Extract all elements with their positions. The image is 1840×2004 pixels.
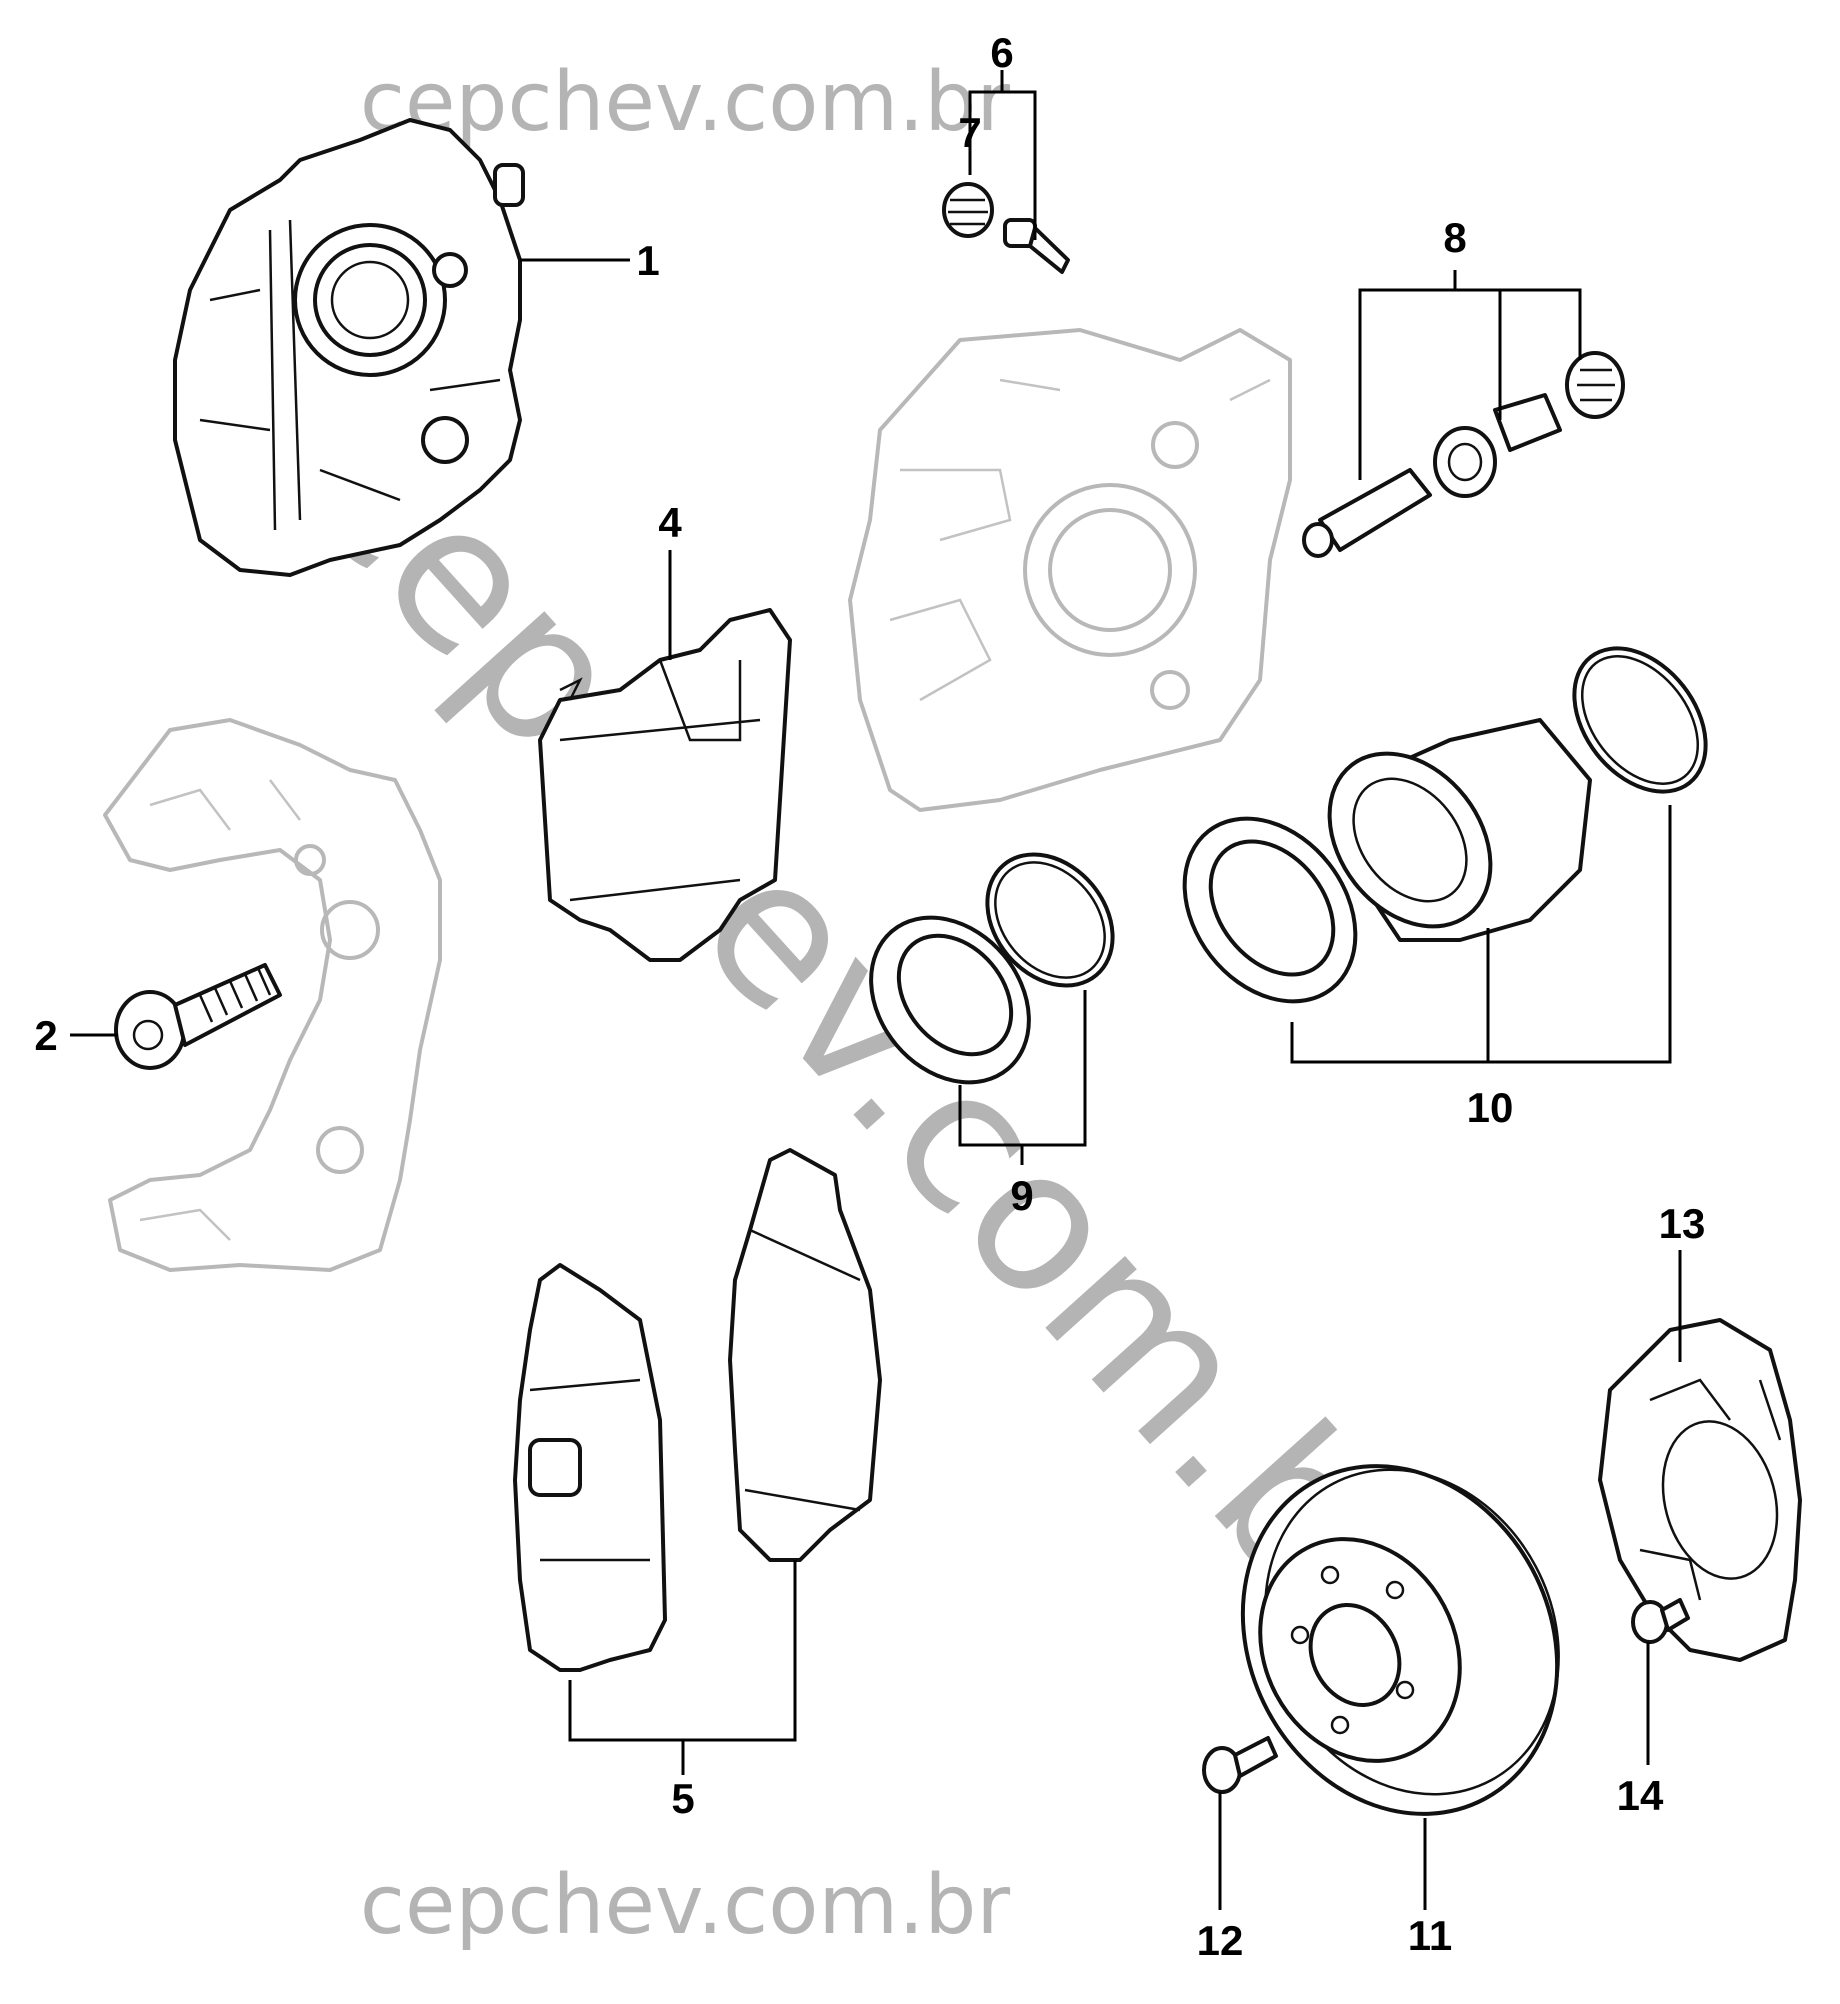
callout-4: 4 (658, 499, 682, 546)
callout-8: 8 (1443, 214, 1466, 261)
callout-6: 6 (990, 29, 1013, 76)
callout-7: 7 (958, 109, 981, 156)
ghost-bracket (103, 718, 442, 1272)
part-4-clip (538, 608, 792, 962)
part-11-disc (1240, 1464, 1560, 1816)
part-1-caliper (173, 118, 525, 577)
callout-14: 14 (1617, 1772, 1664, 1819)
part-13-shield (1598, 1318, 1802, 1662)
callout-1: 1 (636, 237, 659, 284)
watermark-top: cepchev.com.br (360, 55, 1011, 150)
callout-9: 9 (1010, 1172, 1033, 1219)
part-8-guide-pins (1302, 351, 1625, 558)
part-5-pads (513, 1148, 882, 1672)
callout-2: 2 (34, 1012, 57, 1059)
part-14-bolt (1631, 1598, 1690, 1644)
callout-12: 12 (1197, 1917, 1244, 1964)
part-6-7-bleeder (942, 182, 1070, 274)
part-10-piston-kit (1182, 646, 1708, 1004)
callout-10: 10 (1467, 1084, 1514, 1131)
callout-11: 11 (1408, 1912, 1452, 1959)
part-12-screw (1202, 1736, 1278, 1794)
part-9-seal (869, 852, 1115, 1085)
leader-lines (70, 70, 1682, 1910)
callout-13: 13 (1659, 1200, 1706, 1247)
callout-5: 5 (671, 1775, 694, 1822)
part-2-bolt (114, 963, 282, 1070)
ghost-caliper (848, 328, 1292, 812)
watermark-bottom: cepchev.com.br (360, 1858, 1011, 1953)
